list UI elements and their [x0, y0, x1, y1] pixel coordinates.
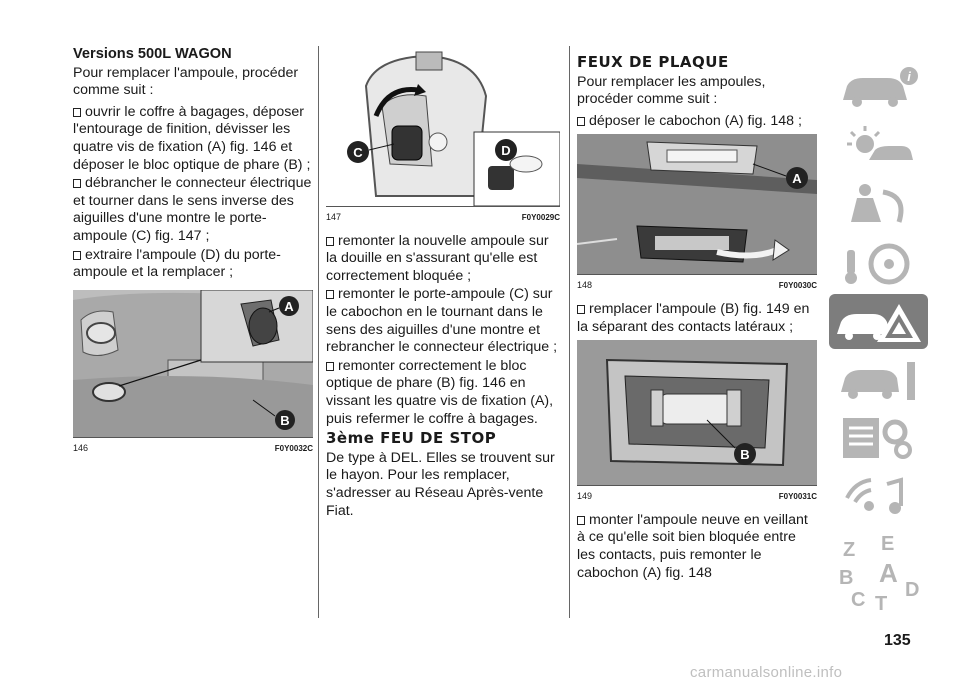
- bullet-item: débrancher le connecteur électrique et t…: [73, 175, 312, 244]
- bullet-item: remonter correctement le bloc optique de…: [326, 357, 554, 427]
- checkbox-bullet-icon: [326, 361, 334, 371]
- bullet-item: remonter le porte-ampoule (C) sur le cab…: [326, 286, 558, 356]
- svg-text:D: D: [905, 579, 919, 601]
- svg-text:Z: Z: [843, 539, 855, 561]
- svg-text:i: i: [907, 69, 911, 84]
- chapter-tab-knowing-car[interactable]: i: [829, 62, 928, 117]
- index-letters-icon: Z E B A D C T: [839, 533, 919, 615]
- svg-text:D: D: [501, 143, 510, 158]
- watermark: carmanualsonline.info: [690, 664, 843, 681]
- callout-d: [495, 139, 517, 161]
- column-left: Versions 500L WAGON Pour remplacer l'amp…: [73, 46, 313, 463]
- emergency-warning-icon: [837, 304, 921, 342]
- plate-light-bulb-illustration: B: [577, 340, 817, 486]
- checkbox-bullet-icon: [73, 250, 81, 260]
- bullet-item: déposer le cabochon (A) fig. 148 ;: [577, 113, 817, 131]
- checkbox-bullet-icon: [326, 290, 334, 300]
- car-maintenance-icon: [841, 362, 915, 400]
- figure-146: A B: [73, 289, 313, 438]
- bullet-item: monter l'ampoule neuve en veillant à ce …: [577, 511, 808, 581]
- chapter-tab-safety[interactable]: [829, 178, 928, 233]
- section-title-plate-lights: FEUX DE PLAQUE: [577, 53, 729, 71]
- figure-caption: 146 F0Y0032C: [73, 442, 313, 453]
- checkbox-bullet-icon: [326, 236, 334, 246]
- car-info-icon: i: [843, 67, 918, 107]
- svg-text:C: C: [851, 589, 865, 611]
- column-right: FEUX DE PLAQUE Pour remplacer les ampoul…: [577, 46, 817, 583]
- technical-data-icon: [843, 418, 912, 459]
- chapter-tab-maintenance[interactable]: [829, 352, 928, 407]
- svg-text:B: B: [740, 447, 749, 462]
- checkbox-bullet-icon: [577, 116, 585, 126]
- chapter-tab-index[interactable]: Z E B A D C T: [829, 526, 928, 615]
- figure-149: B: [577, 340, 817, 487]
- figure-148: A: [577, 134, 817, 276]
- plate-light-cover-illustration: A: [577, 134, 817, 275]
- intro-text: Pour remplacer les ampoules, procéder co…: [577, 73, 766, 108]
- figure-147: C D: [326, 46, 560, 207]
- checkbox-bullet-icon: [577, 304, 585, 314]
- airbag-safety-icon: [851, 184, 904, 223]
- callout-c: [347, 141, 369, 163]
- dashboard-lights-icon: [847, 126, 913, 160]
- checkbox-bullet-icon: [577, 515, 585, 525]
- multimedia-icon: [845, 477, 903, 514]
- column-divider: [318, 46, 319, 618]
- intro-text: Pour remplacer l'ampoule, procéder comme…: [73, 64, 299, 99]
- chapter-tab-emergency[interactable]: [829, 294, 928, 349]
- checkbox-bullet-icon: [73, 179, 81, 189]
- svg-text:A: A: [879, 558, 898, 588]
- svg-text:B: B: [280, 413, 289, 428]
- chapter-tab-technical-data[interactable]: [829, 410, 928, 465]
- page-number: 135: [884, 632, 911, 649]
- callout-a: [279, 295, 299, 316]
- figure-caption: 147 F0Y0029C: [326, 212, 560, 222]
- svg-text:T: T: [875, 593, 887, 614]
- callout-b: [275, 409, 295, 430]
- bullet-item: remonter la nouvelle ampoule sur la doui…: [326, 232, 549, 284]
- bullet-item: ouvrir le coffre à bagages, déposer l'en…: [73, 103, 311, 173]
- column-divider: [569, 46, 570, 618]
- svg-text:A: A: [284, 299, 294, 314]
- svg-text:B: B: [839, 567, 853, 589]
- checkbox-bullet-icon: [73, 107, 81, 117]
- svg-text:C: C: [353, 145, 363, 160]
- lamp-holder-illustration: C D: [326, 46, 560, 206]
- bullet-item: extraire l'ampoule (D) du porte-ampoule …: [73, 246, 281, 281]
- chapter-tab-starting-driving[interactable]: [829, 236, 928, 291]
- figure-caption: 149 F0Y0031C: [577, 491, 817, 502]
- section-title-third-brake-light: 3ème FEU DE STOP: [326, 429, 497, 448]
- bullet-item: remplacer l'ampoule (B) fig. 149 en la s…: [577, 300, 810, 335]
- callout-a: [786, 167, 808, 190]
- column-middle: C D 147 F0Y0029C remonter la nouvelle am…: [326, 46, 560, 524]
- car-rear-light-illustration: A B: [73, 289, 313, 437]
- svg-text:E: E: [881, 533, 894, 555]
- chapter-tab-dashboard[interactable]: [829, 120, 928, 175]
- figure-caption: 148 F0Y0030C: [577, 280, 817, 291]
- section-text: De type à DEL. Elles se trouvent sur le …: [326, 449, 555, 519]
- chapter-tab-multimedia[interactable]: [829, 468, 928, 523]
- key-steering-icon: [845, 243, 910, 285]
- section-heading-wagon: Versions 500L WAGON: [73, 46, 232, 62]
- svg-text:A: A: [792, 171, 802, 186]
- callout-b: [734, 443, 756, 466]
